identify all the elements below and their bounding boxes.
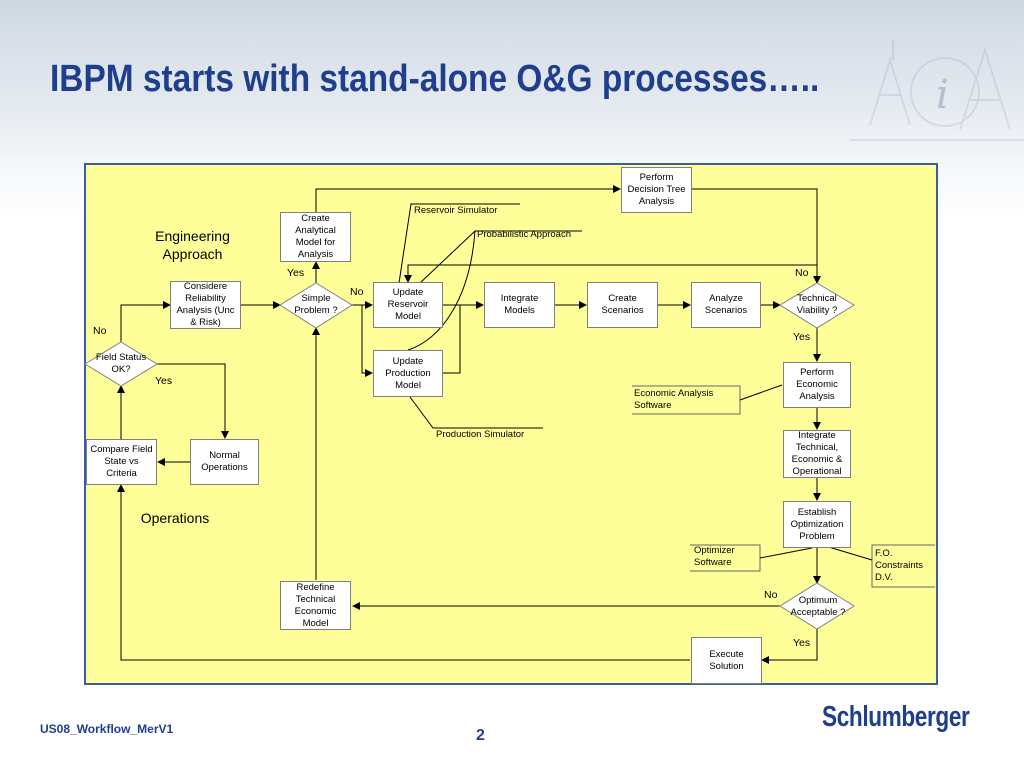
create-scenarios-box: Create Scenarios <box>587 282 658 328</box>
connector-opt-software <box>759 547 813 559</box>
arrow-decision-technical <box>692 188 821 284</box>
technical-viability-diamond <box>779 282 855 329</box>
slide-title: IBPM starts with stand-alone O&G process… <box>50 58 820 100</box>
no-label-field: No <box>93 325 107 337</box>
update-reservoir-box: Update Reservoir Model <box>373 282 443 328</box>
no-label-technical: No <box>795 267 809 279</box>
create-analytical-model-box: Create Analytical Model for Analysis <box>280 212 351 262</box>
perform-decision-tree-box: Perform Decision Tree Analysis <box>621 167 692 213</box>
integrate-models-box: Integrate Models <box>484 282 555 328</box>
perform-economic-box: Perform Economic Analysis <box>783 362 851 408</box>
no-label-simple: No <box>350 286 364 298</box>
field-status-text: Field Status OK? <box>95 352 147 375</box>
yes-label-simple: Yes <box>287 267 305 279</box>
engineering-approach-label: Engineering Approach <box>155 228 230 262</box>
optimum-diamond <box>779 582 855 630</box>
reservoir-simulator-note: Reservoir Simulator <box>414 205 498 216</box>
connector-production-sim <box>409 396 543 429</box>
connector-reservoir-sim <box>398 203 520 284</box>
analyze-scenarios-box: Analyze Scenarios <box>691 282 761 328</box>
simple-problem-diamond <box>279 282 353 329</box>
yes-label-field: Yes <box>155 375 173 387</box>
technical-viability-text: Technical Viability ? <box>796 293 838 316</box>
footer-document-id: US08_Workflow_MerV1 <box>40 722 174 736</box>
arrow-create-decision <box>315 185 621 212</box>
no-label-optimum: No <box>764 589 778 601</box>
establish-optimization-box: Establish Optimization Problem <box>783 501 851 548</box>
arrow-execute-compare <box>117 484 690 661</box>
fo-bracket <box>871 544 935 588</box>
considere-reliability-box: Considere Reliability Analysis (Unc & Ri… <box>170 281 241 329</box>
economic-software-note: Economic Analysis Software <box>634 388 714 411</box>
arrow-production-integrate <box>443 305 461 374</box>
oil-rig-decoration: i <box>850 40 1024 141</box>
schlumberger-logo: Schlumberger <box>822 701 970 733</box>
arrow-simple-production <box>361 305 373 377</box>
arrow-field-normal <box>157 363 229 439</box>
connector-prob-production <box>407 230 476 351</box>
yes-label-technical: Yes <box>793 331 811 343</box>
probabilistic-approach-note: Probabilistic Approach <box>477 229 571 240</box>
page-number: 2 <box>476 727 485 744</box>
compare-field-state-box: Compare Field State vs Criteria <box>86 439 157 485</box>
optimizer-software-note: Optimizer Software <box>694 545 735 568</box>
redefine-model-box: Redefine Technical Economic Model <box>280 581 351 630</box>
optimum-acceptable-text: Optimum Acceptable ? <box>790 595 846 618</box>
connector-econ-software <box>739 384 783 401</box>
update-production-box: Update Production Model <box>373 350 443 397</box>
production-simulator-note: Production Simulator <box>436 429 525 440</box>
field-status-diamond <box>84 341 158 387</box>
arrow-technical-reservoir <box>404 264 818 283</box>
execute-solution-box: Execute Solution <box>691 637 762 684</box>
simple-problem-text: Simple Problem ? <box>294 293 338 316</box>
fo-constraints-note: F.O. Constraints D.V. <box>875 548 924 583</box>
operations-label: Operations <box>140 510 210 526</box>
integrate-technical-box: Integrate Technical, Economic & Operatio… <box>783 430 851 478</box>
arrow-field-consider <box>120 301 171 342</box>
info-circle-icon <box>910 57 980 127</box>
yes-label-optimum: Yes <box>793 637 811 649</box>
normal-operations-box: Normal Operations <box>190 439 259 485</box>
info-icon: i <box>936 72 949 118</box>
arrow-optimum-execute <box>761 629 818 664</box>
